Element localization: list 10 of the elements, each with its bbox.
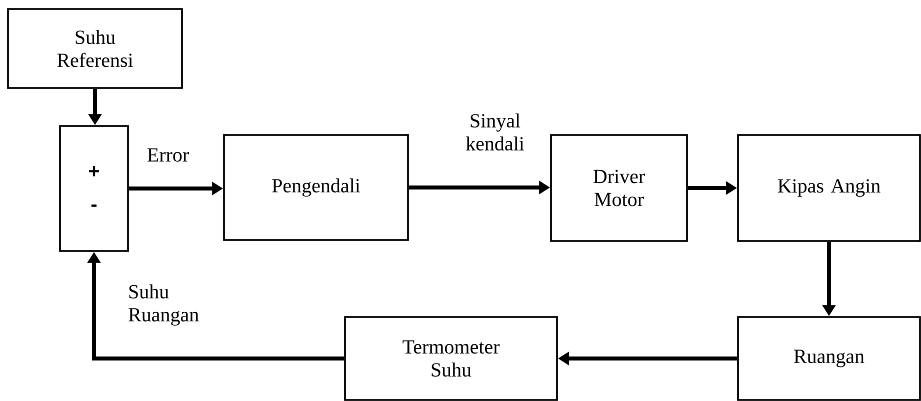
process-box: Suhu Referensi <box>7 8 183 89</box>
summing-junction: + - <box>59 125 129 252</box>
process-box: Driver Motor <box>550 134 688 242</box>
edge-label: Sinyal kendali <box>466 113 524 151</box>
process-box: Ruangan <box>737 316 921 401</box>
edge-label: Suhu Ruangan <box>128 284 199 326</box>
process-box: Kipas Angin <box>737 134 921 242</box>
process-box: Pengendali <box>223 134 409 241</box>
process-box: Termometer Suhu <box>344 316 558 401</box>
edge-label: Error <box>147 148 189 162</box>
